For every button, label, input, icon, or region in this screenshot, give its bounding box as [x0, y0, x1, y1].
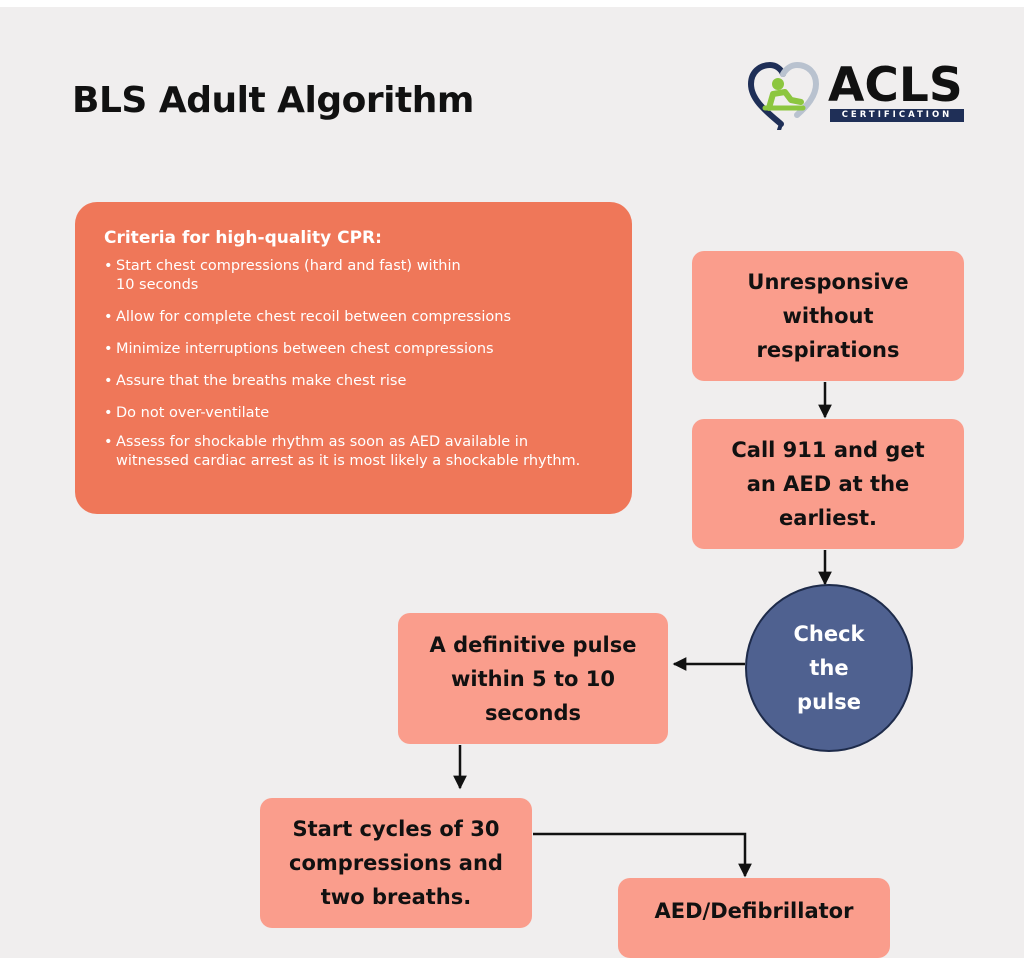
step-call-911: Call 911 and get an AED at the earliest. [692, 419, 964, 549]
flow-connectors [453, 382, 832, 878]
step-aed: AED/Defibrillator [618, 878, 890, 958]
criteria-list: Start chest compressions (hard and fast)… [104, 257, 604, 471]
logo-wordmark: ACLS [828, 58, 963, 113]
step-check-pulse: Check the pulse [745, 584, 913, 752]
step-definitive-pulse: A definitive pulse within 5 to 10 second… [398, 613, 668, 744]
logo-subtitle: CERTIFICATION [830, 109, 964, 122]
step-start-cycles: Start cycles of 30 compressions and two … [260, 798, 532, 928]
heart-logo-icon [747, 61, 820, 130]
page-title: BLS Adult Algorithm [72, 80, 474, 121]
criteria-item: Start chest compressions (hard and fast)… [104, 257, 466, 295]
acls-logo: ACLS CERTIFICATION [745, 60, 970, 130]
criteria-item: Minimize interruptions between chest com… [104, 340, 604, 359]
cpr-criteria-panel: Criteria for high-quality CPR: Start che… [75, 202, 632, 514]
criteria-item: Assess for shockable rhythm as soon as A… [104, 433, 591, 471]
criteria-item: Do not over-ventilate [104, 404, 604, 423]
criteria-item: Allow for complete chest recoil between … [104, 308, 604, 327]
criteria-title: Criteria for high-quality CPR: [104, 228, 382, 248]
criteria-item: Assure that the breaths make chest rise [104, 372, 604, 391]
arrow-cycles-to-aed [533, 832, 752, 878]
step-unresponsive: Unresponsive without respirations [692, 251, 964, 381]
top-band [0, 0, 1024, 7]
